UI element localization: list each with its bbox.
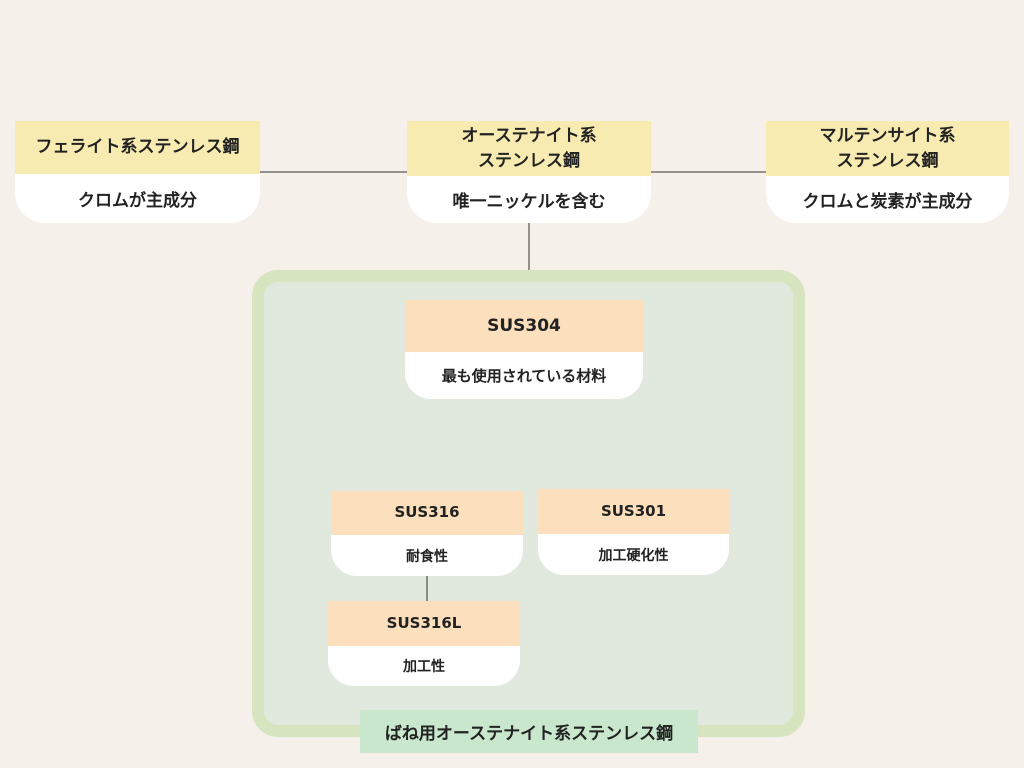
martensite-title-line2: ステンレス鋼 (836, 150, 939, 171)
martensite-title-line1: マルテンサイト系 (819, 125, 956, 146)
martensite-desc: クロムと炭素が主成分 (766, 176, 1009, 223)
austenite-title-line2: ステンレス鋼 (478, 150, 580, 171)
sus301-node: SUS301 加工硬化性 (538, 489, 729, 575)
sus316l-title: SUS316L (328, 601, 520, 646)
sus316-desc: 耐食性 (331, 535, 523, 576)
sus316l-desc: 加工性 (328, 646, 520, 686)
sus304-title: SUS304 (405, 300, 643, 352)
sus301-desc: 加工硬化性 (538, 534, 729, 575)
austenite-node: オーステナイト系 ステンレス鋼 唯一ニッケルを含む (407, 121, 651, 223)
sus304-desc: 最も使用されている材料 (405, 352, 643, 399)
austenite-title-line1: オーステナイト系 (461, 125, 597, 146)
sus316-node: SUS316 耐食性 (331, 491, 523, 576)
martensite-node: マルテンサイト系 ステンレス鋼 クロムと炭素が主成分 (766, 121, 1009, 223)
sus301-title: SUS301 (538, 489, 729, 534)
sus316l-node: SUS316L 加工性 (328, 601, 520, 686)
sus304-node: SUS304 最も使用されている材料 (405, 300, 643, 399)
sus316-title: SUS316 (331, 491, 523, 535)
ferrite-title-text: フェライト系ステンレス鋼 (35, 137, 240, 158)
austenite-title: オーステナイト系 ステンレス鋼 (407, 121, 651, 176)
spring-steel-group-label: ばね用オーステナイト系ステンレス鋼 (360, 710, 698, 753)
ferrite-title: フェライト系ステンレス鋼 (15, 121, 260, 174)
ferrite-node: フェライト系ステンレス鋼 クロムが主成分 (15, 121, 260, 223)
martensite-title: マルテンサイト系 ステンレス鋼 (766, 121, 1009, 176)
ferrite-desc: クロムが主成分 (15, 174, 260, 223)
austenite-desc: 唯一ニッケルを含む (407, 176, 651, 223)
